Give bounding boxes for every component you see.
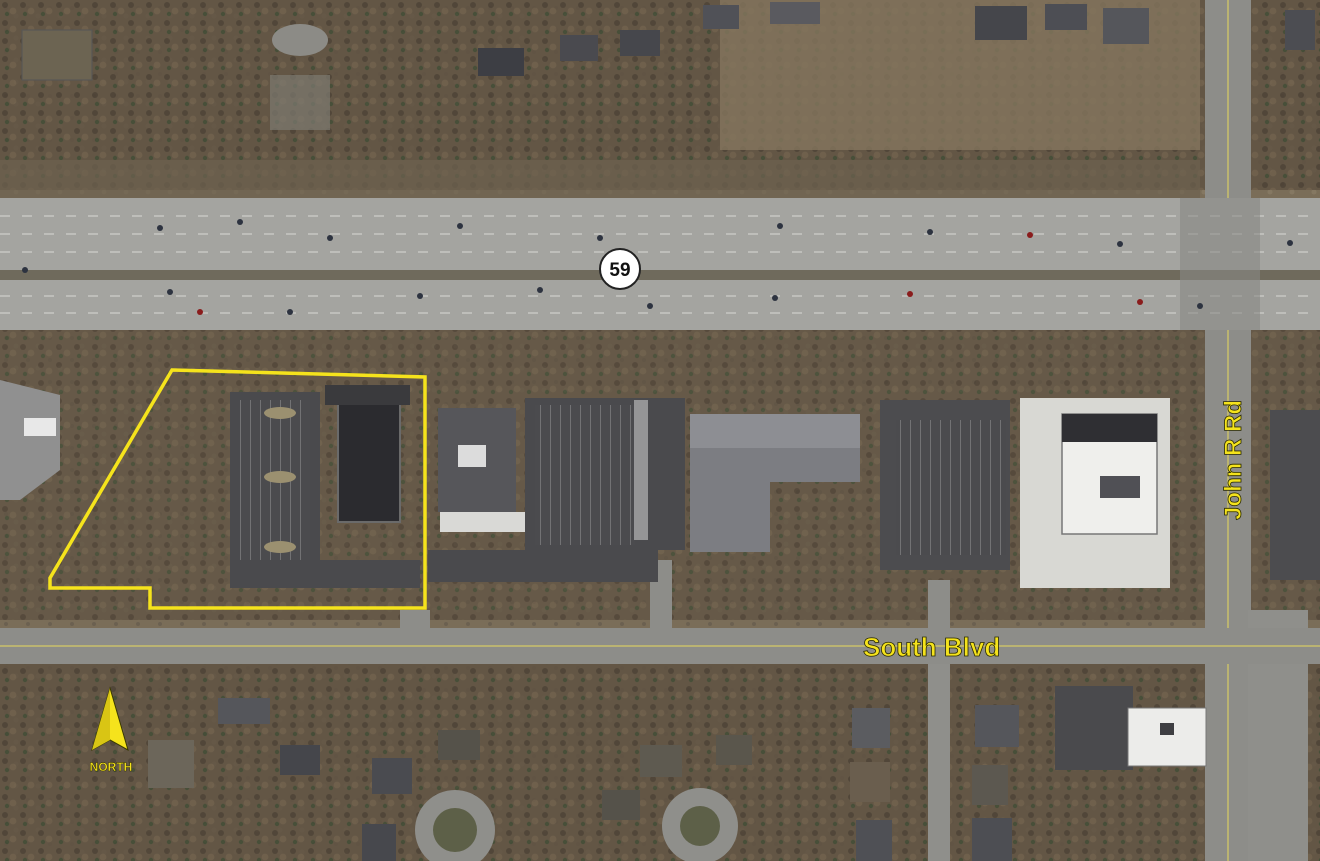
south-houses [148,686,1207,861]
highway-59 [0,198,1320,330]
john-r-road [1205,0,1308,861]
highway-shield: 59 [599,248,641,290]
site-boundary [48,368,427,610]
commercial-area [0,380,1320,588]
john-r-rd-label: John R Rd [1220,400,1247,520]
south-blvd-label: South Blvd [863,632,1000,662]
highway-shield-label: 59 [609,260,630,281]
north-houses [21,2,1315,130]
north-arrow-label: NORTH [90,760,133,774]
south-blvd-road [0,560,1320,861]
north-arrow-icon: NORTH [89,686,133,774]
